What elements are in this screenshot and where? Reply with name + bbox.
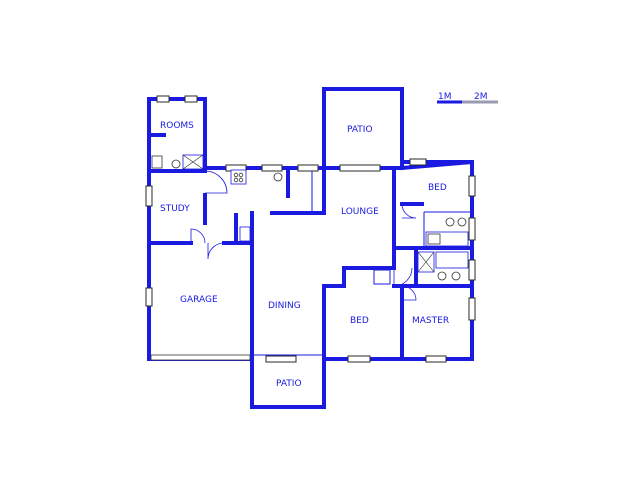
toilet <box>457 217 467 227</box>
thin-lines <box>252 170 470 356</box>
window <box>184 95 198 103</box>
door-arc <box>204 170 228 194</box>
window <box>409 158 427 166</box>
room-label-garage: GARAGE <box>180 295 218 305</box>
door-arc <box>190 228 206 244</box>
door-arc <box>401 285 417 301</box>
windows <box>145 95 476 363</box>
window <box>468 217 476 241</box>
room-label-study: STUDY <box>160 204 190 214</box>
fixtures <box>151 154 469 281</box>
toilet <box>437 271 447 281</box>
stove <box>230 169 247 185</box>
room-label-patio-bottom: PATIO <box>276 379 302 389</box>
basin <box>451 271 461 281</box>
room-label-patio-top: PATIO <box>347 125 373 135</box>
room-label-master: MASTER <box>412 316 449 326</box>
window <box>339 164 381 172</box>
room-label-dining: DINING <box>268 301 301 311</box>
room-label-rooms: ROOMS <box>160 121 194 131</box>
window <box>468 297 476 321</box>
window <box>425 355 447 363</box>
door-arc <box>393 267 413 287</box>
scale-label-1m: 1M <box>438 92 452 102</box>
window <box>297 164 319 172</box>
doors <box>190 170 417 301</box>
toilet <box>151 155 163 169</box>
window <box>468 175 476 197</box>
window <box>145 185 153 207</box>
window <box>261 164 283 172</box>
window <box>156 95 170 103</box>
room-labels: ROOMS STUDY GARAGE PATIO LOUNGE BED DINI… <box>160 121 449 389</box>
scale-label-2m: 2M <box>474 92 488 102</box>
room-label-bed-top: BED <box>428 183 447 193</box>
room-label-bed-bottom: BED <box>350 316 369 326</box>
bathtub <box>435 251 469 269</box>
basin <box>171 159 181 169</box>
room-label-lounge: LOUNGE <box>341 207 379 217</box>
window <box>347 355 371 363</box>
basin <box>445 217 455 227</box>
kitchen-sink <box>273 172 283 182</box>
scale-bar: 1M 2M <box>437 92 498 104</box>
scullery-sink <box>239 226 251 242</box>
window <box>145 287 153 307</box>
door-arc <box>401 203 417 219</box>
garage-door <box>150 354 251 361</box>
window <box>265 355 297 363</box>
door-arc <box>207 242 225 260</box>
window <box>468 259 476 281</box>
